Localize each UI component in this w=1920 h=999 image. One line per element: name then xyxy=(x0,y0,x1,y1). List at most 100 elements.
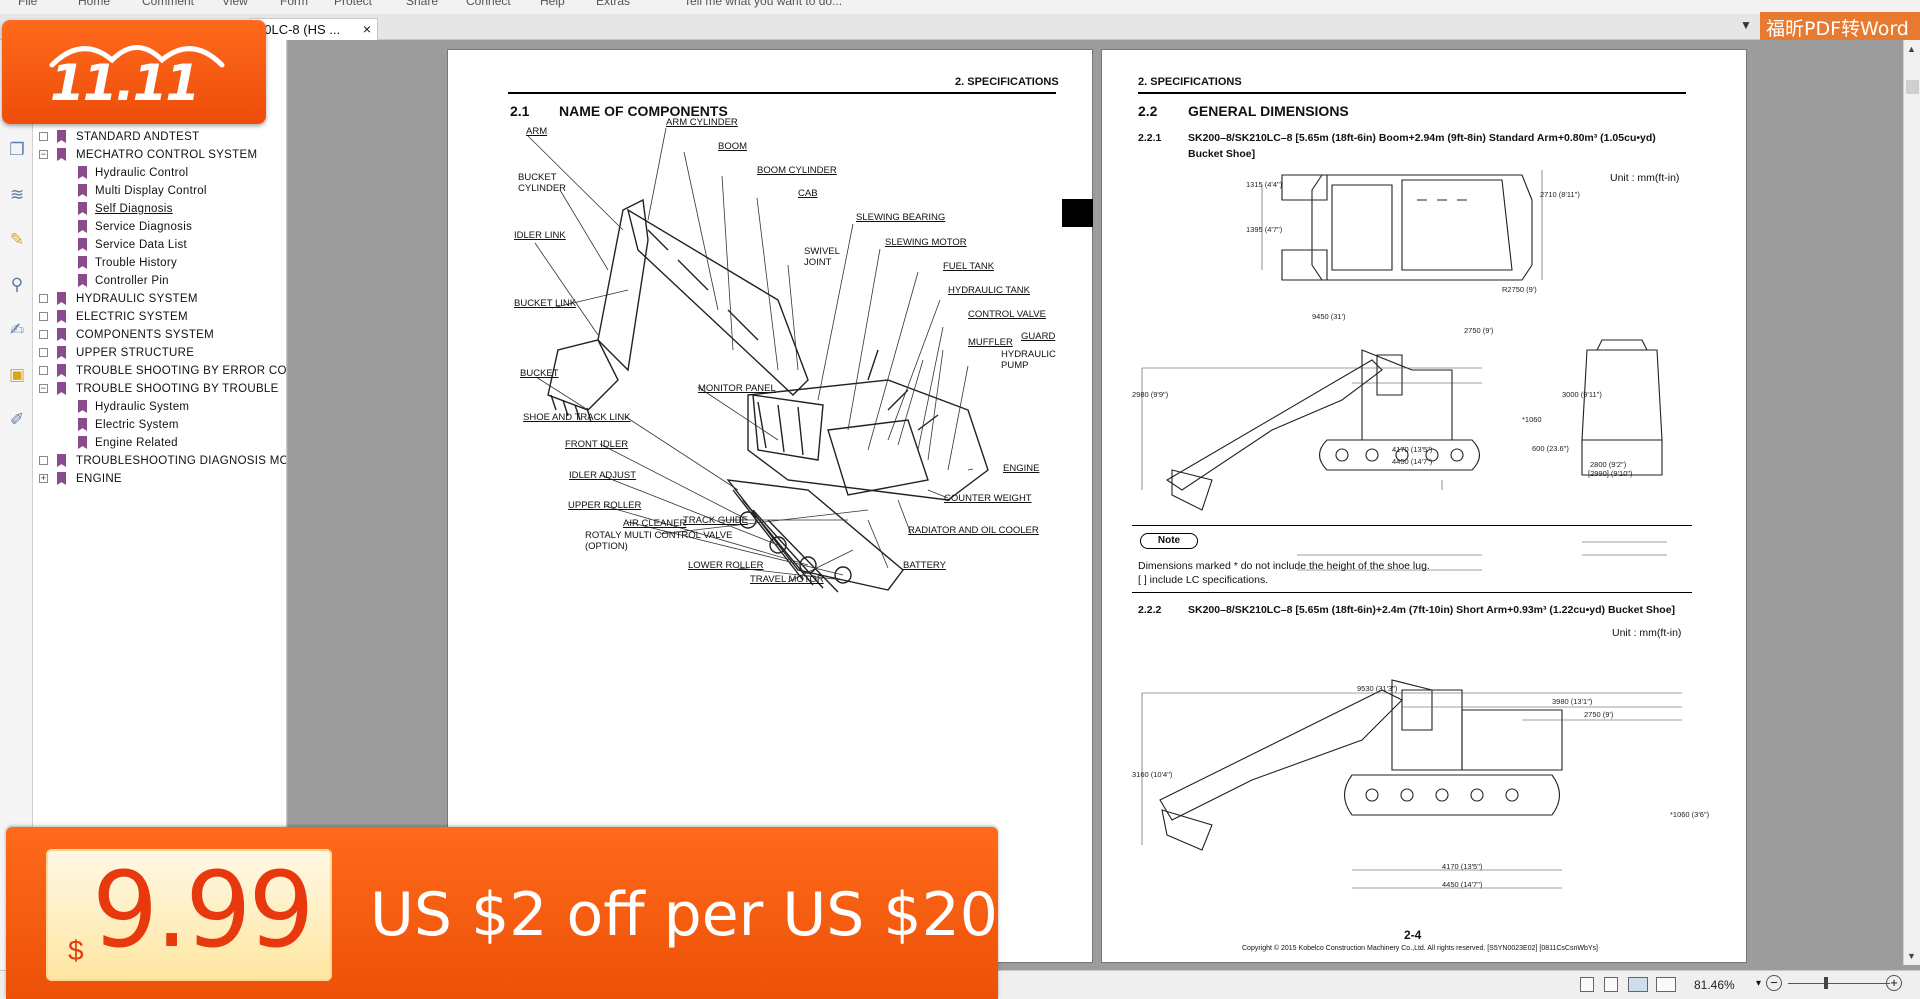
menu-item[interactable]: Form xyxy=(280,0,308,8)
dimension-label: 3980 (13'1") xyxy=(1552,697,1593,706)
menu-item[interactable]: Connect xyxy=(466,0,511,8)
bookmark-icon xyxy=(57,364,66,377)
bookmark-item[interactable]: Hydraulic Control xyxy=(33,164,286,182)
bookmark-label: Hydraulic Control xyxy=(95,167,189,179)
bookmark-label: Multi Display Control xyxy=(95,185,207,197)
unit-label-2: Unit : mm(ft-in) xyxy=(1612,627,1682,639)
component-label: CONTROL VALVE xyxy=(968,309,1046,320)
bookmark-icon xyxy=(57,310,66,323)
bookmark-item[interactable]: COMPONENTS SYSTEM xyxy=(33,326,286,344)
facing-view-icon[interactable] xyxy=(1628,977,1648,992)
layers-icon[interactable]: ≋ xyxy=(9,185,25,204)
edit-tools-icon[interactable]: ✐ xyxy=(9,410,25,429)
continuous-view-icon[interactable] xyxy=(1604,977,1618,992)
bookmark-item[interactable]: STANDARD ANDTEST xyxy=(33,128,286,146)
menu-item[interactable]: Help xyxy=(540,0,565,8)
menu-item[interactable]: Tell me what you want to do... xyxy=(684,0,843,8)
bookmark-icon xyxy=(78,400,87,413)
bookmark-icon xyxy=(78,436,87,449)
expand-toggle-icon[interactable] xyxy=(39,366,48,375)
bookmark-item[interactable]: TROUBLESHOOTING DIAGNOSIS MODE xyxy=(33,452,286,470)
menu-item[interactable]: Extras xyxy=(596,0,631,8)
dimension-label: 4450 (14'7") xyxy=(1392,457,1433,466)
bookmark-icon xyxy=(78,184,87,197)
note-text-2: [ ] include LC specifications. xyxy=(1138,574,1269,586)
bookmark-item[interactable]: Service Data List xyxy=(33,236,286,254)
component-label: HYDRAULIC PUMP xyxy=(1001,349,1056,371)
expand-toggle-icon[interactable] xyxy=(39,294,48,303)
bookmark-label: Trouble History xyxy=(95,257,178,269)
panel-splitter[interactable] xyxy=(287,40,288,830)
component-label: ARM CYLINDER xyxy=(666,117,738,128)
menu-item[interactable]: Comment xyxy=(142,0,195,8)
pdf-to-word-button[interactable]: 福昕PDF转Word xyxy=(1760,12,1920,40)
expand-toggle-icon[interactable]: − xyxy=(39,383,48,393)
promo-badge-top: 11.11 xyxy=(2,20,266,124)
close-tab-icon[interactable]: × xyxy=(362,21,371,37)
bookmark-item[interactable]: ELECTRIC SYSTEM xyxy=(33,308,286,326)
bookmark-item[interactable]: Engine Related xyxy=(33,434,286,452)
expand-toggle-icon[interactable] xyxy=(39,348,48,357)
dimension-label: 1315 (4'4") xyxy=(1246,180,1283,189)
price-value: 9.99 xyxy=(92,849,315,971)
bookmark-item[interactable]: Electric System xyxy=(33,416,286,434)
bookmark-item[interactable]: Trouble History xyxy=(33,254,286,272)
expand-toggle-icon[interactable]: + xyxy=(39,473,48,483)
scroll-up-icon[interactable]: ▲ xyxy=(1907,44,1916,54)
expand-toggle-icon[interactable] xyxy=(39,330,48,339)
component-label: UPPER ROLLER xyxy=(568,500,642,511)
promo-banner: $ 9.99 US $2 off per US $20 xyxy=(6,827,998,999)
bookmark-item[interactable]: HYDRAULIC SYSTEM xyxy=(33,290,286,308)
document-tab[interactable]: 10LC-8 (HS ... × xyxy=(250,18,378,40)
bookmark-item[interactable]: TROUBLE SHOOTING BY ERROR CODE xyxy=(33,362,286,380)
zoom-out-icon[interactable]: − xyxy=(1766,975,1782,991)
dimension-label: 2750 (9') xyxy=(1464,326,1494,335)
expand-toggle-icon[interactable] xyxy=(39,456,48,465)
component-label: FRONT IDLER xyxy=(565,439,629,450)
expand-toggle-icon[interactable]: − xyxy=(39,149,48,159)
menu-item[interactable]: File xyxy=(18,0,38,8)
dimension-label: 9450 (31') xyxy=(1312,312,1346,321)
attachments-icon[interactable]: ⚲ xyxy=(10,275,24,294)
bookmark-item[interactable]: + ENGINE xyxy=(33,470,286,488)
component-label: BUCKET LINK xyxy=(514,298,577,309)
menu-item[interactable]: Home xyxy=(78,0,111,8)
comments-icon[interactable]: ✎ xyxy=(9,230,25,249)
single-page-view-icon[interactable] xyxy=(1580,977,1594,992)
bookmark-item[interactable]: UPPER STRUCTURE xyxy=(33,344,286,362)
bookmark-item[interactable]: −MECHATRO CONTROL SYSTEM xyxy=(33,146,286,164)
page-header: 2. SPECIFICATIONS xyxy=(1138,76,1242,88)
menu-item[interactable]: View xyxy=(222,0,248,8)
bookmark-item[interactable]: −TROUBLE SHOOTING BY TROUBLE xyxy=(33,380,286,398)
tab-list-dropdown-icon[interactable]: ▼ xyxy=(1740,18,1752,32)
dimension-label: 3000 (9'11") xyxy=(1562,390,1602,399)
pages-icon[interactable]: ❐ xyxy=(9,140,25,159)
zoom-level[interactable]: 81.46% xyxy=(1694,978,1735,992)
continuous-facing-view-icon[interactable] xyxy=(1656,977,1676,992)
menu-item[interactable]: Share xyxy=(406,0,439,8)
bookmark-label: ENGINE xyxy=(76,473,122,485)
zoom-dropdown-icon[interactable]: ▾ xyxy=(1756,978,1762,989)
signature-icon[interactable]: ✍ xyxy=(9,320,25,339)
zoom-slider-handle[interactable] xyxy=(1824,977,1828,989)
bookmark-label: Electric System xyxy=(95,419,179,431)
bookmark-icon xyxy=(57,292,66,305)
zoom-slider[interactable] xyxy=(1788,983,1890,984)
scroll-down-icon[interactable]: ▼ xyxy=(1907,951,1916,961)
bookmark-item[interactable]: Service Diagnosis xyxy=(33,218,286,236)
expand-toggle-icon[interactable] xyxy=(39,312,48,321)
bookmark-item[interactable]: Multi Display Control xyxy=(33,182,286,200)
vertical-scrollbar[interactable]: ▲ ▼ xyxy=(1903,40,1920,965)
expand-toggle-icon[interactable] xyxy=(39,132,48,141)
bookmark-item[interactable]: Hydraulic System xyxy=(33,398,286,416)
header-rule xyxy=(508,92,1056,94)
bookmark-label: Self Diagnosis xyxy=(95,203,173,215)
bookmark-label: COMPONENTS SYSTEM xyxy=(76,329,215,341)
menu-item[interactable]: Protect xyxy=(334,0,373,8)
bookmark-item[interactable]: Controller Pin xyxy=(33,272,286,290)
bookmark-item[interactable]: Self Diagnosis xyxy=(33,200,286,218)
security-lock-icon[interactable]: ▣ xyxy=(8,365,26,384)
section-number: 2.2 xyxy=(1138,103,1158,119)
zoom-in-icon[interactable]: + xyxy=(1886,975,1902,991)
scroll-thumb[interactable] xyxy=(1906,80,1919,94)
